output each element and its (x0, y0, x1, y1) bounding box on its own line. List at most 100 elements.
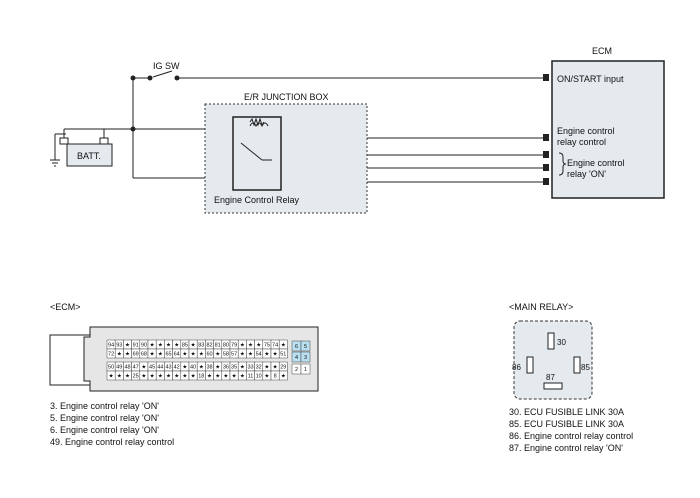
ecm-pin-label: ★ (281, 374, 286, 380)
ecm-pin-label: ★ (125, 343, 130, 349)
ecm-side-pin-label: 1 (304, 367, 307, 373)
ecm-pin-terminal (543, 74, 549, 81)
ecm-pin-label: ★ (232, 374, 237, 380)
ecm-pin-label: 29 (280, 365, 286, 371)
ecm-pin-label: 83 (198, 343, 204, 349)
ecm-pin-label: ★ (191, 352, 196, 358)
legend-item: 6. Engine control relay 'ON' (50, 425, 159, 435)
relay-on-label-2: relay 'ON' (567, 169, 606, 179)
ecm-pin-label: ★ (264, 352, 269, 358)
ecm-pin-label: 51 (280, 352, 286, 358)
ecm-pin-label: 94 (108, 343, 114, 349)
main-relay-legend: 30. ECU FUSIBLE LINK 30A 85. ECU FUSIBLE… (509, 406, 633, 454)
ecm-label: ECM (592, 46, 612, 56)
ecm-pin-label: ★ (182, 352, 187, 358)
battery-pos-terminal (99, 137, 109, 145)
legend-item: 5. Engine control relay 'ON' (50, 413, 159, 423)
ecm-pin-label: 91 (133, 343, 139, 349)
battery (66, 143, 113, 167)
ecm-pin-label: 38 (206, 365, 212, 371)
ecm-pin-label: ★ (141, 365, 146, 371)
ecm-pin-label: 33 (247, 365, 253, 371)
ecm-pin-label: ★ (158, 374, 163, 380)
ecm-pin-label: 82 (206, 343, 212, 349)
ecm-pin-label: 85 (182, 343, 188, 349)
junction-dot (130, 75, 136, 81)
ecm-pin-label: 25 (133, 374, 139, 380)
ecm-side-pin-label: 5 (304, 344, 307, 350)
ecm-pin-label: ★ (158, 352, 163, 358)
ecm-pin-label: ★ (240, 352, 245, 358)
legend-item: 87. Engine control relay 'ON' (509, 443, 623, 453)
legend-item: 49. Engine control relay control (50, 437, 175, 447)
ecm-pin-label: ★ (182, 365, 187, 371)
ecm-connector-latch (49, 334, 91, 386)
ig-sw-contact (174, 75, 180, 81)
ecm-pin-label: 47 (133, 365, 139, 371)
ecm-pin-label: 60 (206, 352, 212, 358)
ecm-pin-label: 81 (215, 343, 221, 349)
ecm-pin-label: 65 (165, 352, 171, 358)
ecm-pin-label: ★ (174, 343, 179, 349)
ecm-pin-label: 45 (149, 365, 155, 371)
on-start-input-label: ON/START input (557, 74, 624, 84)
ecm-pin-label: 18 (198, 374, 204, 380)
ecm-pin-label: 79 (231, 343, 237, 349)
ecm-pin-label: ★ (264, 374, 269, 380)
ecm-connector-title: <ECM> (50, 302, 81, 312)
ecm-pin-label: ★ (150, 374, 155, 380)
ecm-pin-label: 93 (116, 343, 122, 349)
junction-dot (130, 126, 136, 132)
main-relay-label-30: 30 (557, 338, 566, 347)
legend-item: 3. Engine control relay 'ON' (50, 401, 159, 411)
ecm-pin-label: ★ (215, 352, 220, 358)
ecm-pin-label: ★ (191, 343, 196, 349)
ecm-pin-label: ★ (273, 352, 278, 358)
engine-control-relay (232, 116, 282, 191)
ecm-pin-label: ★ (182, 374, 187, 380)
ecm-side-pin-cell (300, 340, 311, 352)
ecm-pin-label: ★ (215, 365, 220, 371)
ecm-connector-legend: 3. Engine control relay 'ON' 5. Engine c… (50, 400, 174, 448)
main-relay-title: <MAIN RELAY> (509, 302, 573, 312)
ig-sw-contact (147, 75, 153, 81)
ecm-pin-label: 72 (108, 352, 114, 358)
ig-sw-blade (152, 70, 173, 78)
ecm-side-pin-label: 4 (295, 355, 298, 361)
ecm-pin-label: 8 (274, 374, 277, 380)
ecm-pin-label: ★ (240, 343, 245, 349)
ecm-pin-label: 50 (108, 365, 114, 371)
ecm-pin-label: ★ (150, 352, 155, 358)
ecm-pin-label: ★ (215, 374, 220, 380)
ecm-pin-label: 42 (174, 365, 180, 371)
ecm-pin-label: ★ (158, 343, 163, 349)
ecm-pin-label: 49 (116, 365, 122, 371)
main-relay-body (513, 320, 593, 400)
ecm-side-pin-label: 3 (304, 355, 307, 361)
ecm-side-pin-cell (300, 363, 311, 375)
legend-item: 30. ECU FUSIBLE LINK 30A (509, 407, 625, 417)
main-relay-label-87: 87 (546, 373, 555, 382)
ecm-pin-label: ★ (199, 352, 204, 358)
ecm-pin-label: ★ (240, 365, 245, 371)
relay-resistor (249, 117, 265, 127)
ecm-pin-label: 74 (272, 343, 278, 349)
ecm-pin-label: ★ (199, 365, 204, 371)
ecm-pin-label: 40 (190, 365, 196, 371)
ecm-pin-label: ★ (166, 343, 171, 349)
ecm-pin-label: ★ (264, 365, 269, 371)
ecm-pin-cell (278, 370, 288, 381)
ecm-pin-label: 58 (223, 352, 229, 358)
ecm-pin-label: ★ (191, 374, 196, 380)
ecm-pin-label: ★ (248, 343, 253, 349)
relay-control-label-1: Engine control (557, 126, 615, 136)
ecm-pin-label: ★ (207, 374, 212, 380)
ecm-box (551, 60, 665, 199)
ecm-pin-label: ★ (117, 352, 122, 358)
ecm-pin-label: ★ (223, 374, 228, 380)
ecm-pin-terminal (543, 151, 549, 158)
ecm-pin-label: ★ (281, 343, 286, 349)
battery-neg-terminal (59, 137, 69, 145)
ecm-side-pin-label: 2 (295, 367, 298, 373)
